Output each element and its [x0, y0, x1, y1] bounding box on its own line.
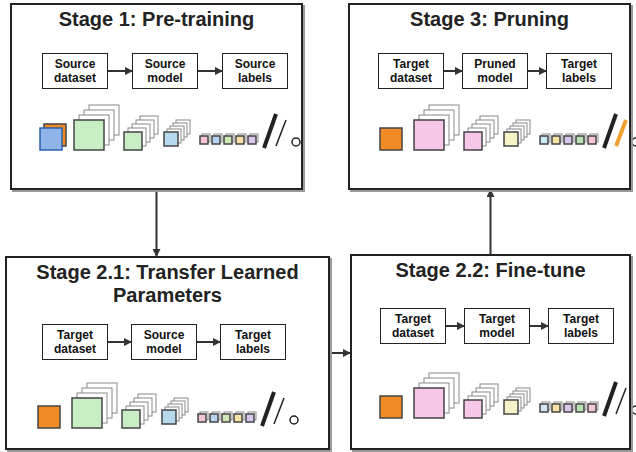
input-image — [40, 128, 62, 150]
process-box: Target labels — [220, 324, 286, 360]
box-label: Source labels — [226, 57, 284, 85]
box-label: Target labels — [552, 312, 610, 340]
flow-arrow — [490, 190, 492, 254]
cnn-figure — [380, 373, 636, 418]
flow-arrow — [528, 70, 546, 72]
box-label: Target labels — [550, 57, 608, 85]
feature-map — [198, 414, 206, 422]
output-node — [290, 416, 298, 424]
output-node — [632, 406, 636, 414]
feature-map — [576, 404, 584, 412]
stage-panel: Stage 3: PruningTarget dataset Pruned mod… — [348, 3, 631, 190]
output-node — [632, 138, 636, 146]
process-box: Target dataset — [42, 324, 108, 360]
feature-map — [164, 132, 178, 146]
feature-map — [246, 414, 254, 422]
feature-map — [224, 136, 232, 144]
feature-map — [552, 404, 560, 412]
process-box: Target dataset — [378, 53, 444, 89]
feature-map — [200, 136, 208, 144]
cnn-figure — [40, 105, 300, 150]
fc-layer — [604, 114, 616, 148]
feature-map — [540, 136, 548, 144]
stage-panel: Stage 1: Pre-trainingSource dataset Sourc… — [10, 3, 303, 190]
flow-arrow — [446, 325, 464, 327]
box-label: Target dataset — [46, 328, 104, 356]
feature-map — [504, 132, 518, 146]
flow-arrow — [530, 325, 548, 327]
stage-title: Stage 3: Pruning — [350, 5, 629, 31]
stage-panel: Stage 2.1: Transfer Learned ParametersTa… — [5, 256, 330, 450]
feature-map — [162, 410, 176, 424]
input-image — [380, 396, 402, 418]
stage-title: Stage 2.1: Transfer Learned Parameters — [7, 258, 328, 307]
box-label: Pruned model — [466, 57, 524, 85]
feature-map — [210, 414, 218, 422]
feature-map — [464, 132, 482, 150]
process-box: Target model — [464, 308, 530, 344]
box-label: Target labels — [224, 328, 282, 356]
cnn-figure — [38, 383, 298, 428]
stage-panel: Stage 2.2: Fine-tuneTarget dataset Target… — [350, 254, 631, 450]
box-label: Target dataset — [382, 57, 440, 85]
feature-map — [122, 410, 140, 428]
output-node — [292, 138, 300, 146]
flow-arrow — [330, 352, 350, 354]
feature-map — [222, 414, 230, 422]
input-image — [38, 406, 60, 428]
feature-map — [564, 136, 572, 144]
feature-map — [212, 136, 220, 144]
cnn-figure — [380, 105, 636, 150]
fc-layer — [276, 120, 286, 146]
feature-map — [248, 136, 256, 144]
feature-map — [414, 120, 444, 150]
process-box: Target dataset — [380, 308, 446, 344]
feature-map — [504, 400, 518, 414]
flow-arrow — [197, 341, 220, 343]
feature-map — [414, 388, 444, 418]
flow-arrow — [444, 70, 462, 72]
feature-map — [74, 120, 104, 150]
fc-layer — [604, 382, 616, 416]
fc-layer — [264, 114, 276, 148]
process-box: Source model — [132, 53, 198, 89]
input-image — [380, 128, 402, 150]
feature-map — [234, 414, 242, 422]
stage-title: Stage 2.2: Fine-tune — [352, 256, 629, 282]
flow-arrow — [108, 341, 131, 343]
fc-layer — [616, 388, 626, 414]
box-label: Source model — [135, 328, 193, 356]
process-box: Target labels — [548, 308, 614, 344]
flow-arrow — [108, 70, 132, 72]
feature-map — [124, 132, 142, 150]
process-box: Source labels — [222, 53, 288, 89]
stage-title: Stage 1: Pre-training — [12, 5, 301, 31]
flow-arrow — [156, 190, 158, 256]
feature-map — [540, 404, 548, 412]
process-box: Source model — [131, 324, 197, 360]
box-label: Source model — [136, 57, 194, 85]
box-label: Source dataset — [46, 57, 104, 85]
fc-layer — [616, 120, 626, 146]
flow-arrow — [198, 70, 222, 72]
feature-map — [588, 136, 596, 144]
feature-map — [564, 404, 572, 412]
feature-map — [576, 136, 584, 144]
feature-map — [236, 136, 244, 144]
box-label: Target model — [468, 312, 526, 340]
feature-map — [552, 136, 560, 144]
feature-map — [464, 400, 482, 418]
box-label: Target dataset — [384, 312, 442, 340]
fc-layer — [262, 392, 274, 426]
process-box: Source dataset — [42, 53, 108, 89]
process-box: Pruned model — [462, 53, 528, 89]
fc-layer — [274, 398, 284, 424]
process-box: Target labels — [546, 53, 612, 89]
feature-map — [72, 398, 102, 428]
feature-map — [588, 404, 596, 412]
